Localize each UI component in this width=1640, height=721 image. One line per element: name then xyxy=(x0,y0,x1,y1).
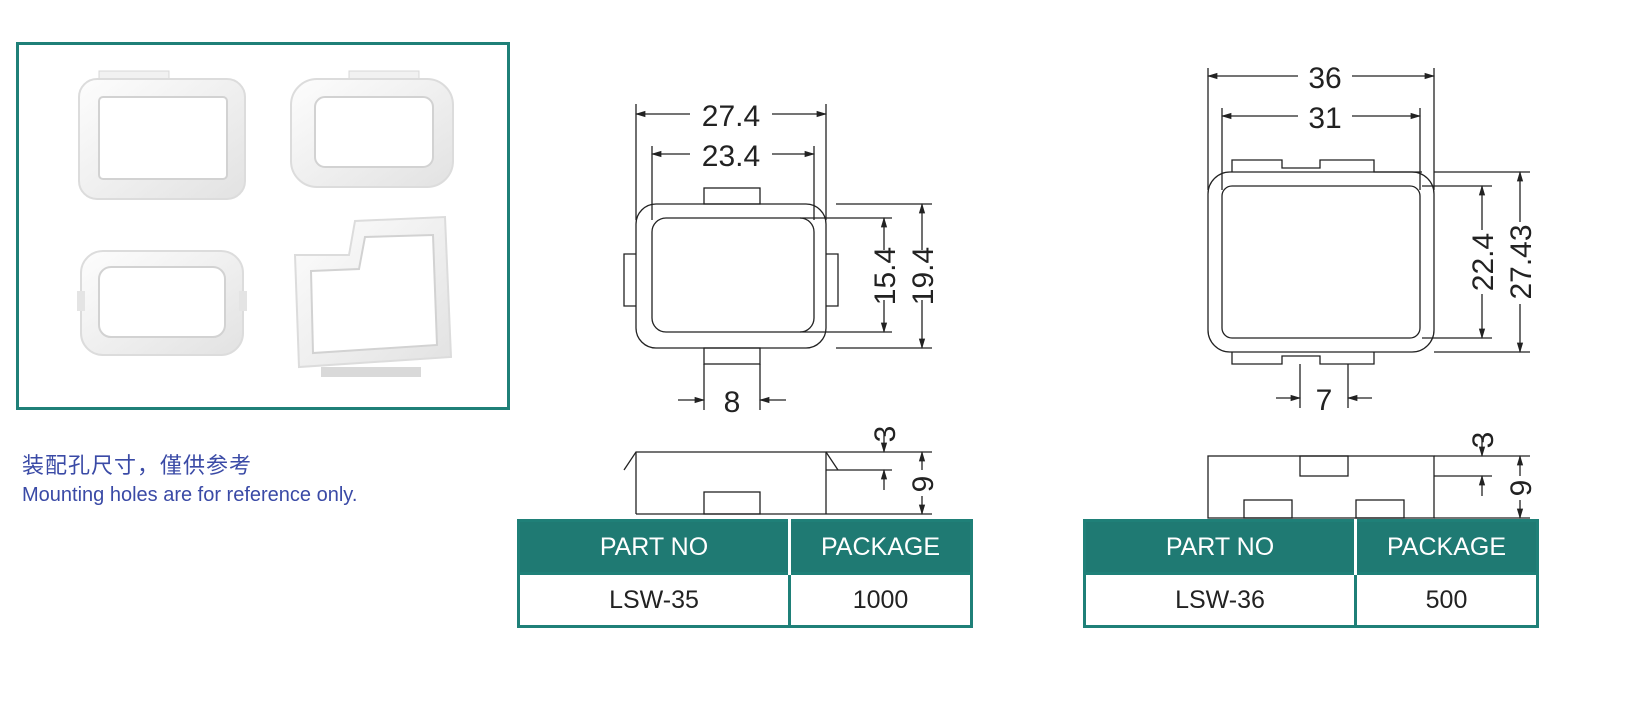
lsw35-tab-width-label: 8 xyxy=(724,386,741,419)
lsw35-side-view xyxy=(623,451,839,515)
frame-photo-1 xyxy=(78,70,246,200)
part-no-value: LSW-36 xyxy=(1084,572,1357,627)
part-no-header: PART NO xyxy=(518,520,791,574)
lsw36-side-view xyxy=(1207,455,1435,519)
lsw36-top-view xyxy=(1207,159,1435,365)
package-value: 1000 xyxy=(789,572,972,627)
part-no-value: LSW-35 xyxy=(518,572,791,627)
lsw36-tab-width-label: 7 xyxy=(1316,384,1333,417)
lsw36-flange-label: 3 xyxy=(1467,432,1500,449)
package-value: 500 xyxy=(1355,572,1538,627)
lsw35-depth-label: 9 xyxy=(907,476,940,493)
part-no-header: PART NO xyxy=(1084,520,1357,574)
lsw36-depth-label: 9 xyxy=(1505,480,1538,497)
lsw36-inner-width-label: 31 xyxy=(1308,102,1341,135)
lsw35-top-view xyxy=(623,187,839,365)
product-photo-panel xyxy=(16,42,510,410)
package-header: PACKAGE xyxy=(1355,520,1538,574)
mounting-note-english: Mounting holes are for reference only. xyxy=(22,484,358,506)
lsw36-outer-width-label: 36 xyxy=(1308,62,1341,95)
lsw36-inner-height-label: 22.4 xyxy=(1467,233,1500,291)
lsw35-flange-label: 3 xyxy=(869,426,902,443)
lsw35-outer-height-label: 19.4 xyxy=(907,247,940,305)
lsw35-outer-width-label: 27.4 xyxy=(702,100,760,133)
mounting-note-chinese: 装配孔尺寸，僅供参考 xyxy=(22,454,253,479)
product-photo xyxy=(77,70,454,377)
lsw35-inner-width-label: 23.4 xyxy=(702,140,760,173)
frame-photo-2 xyxy=(290,70,454,188)
frame-photo-3 xyxy=(77,250,247,356)
frame-photo-4 xyxy=(293,215,453,377)
package-header: PACKAGE xyxy=(789,520,972,574)
part-table-lsw36: PART NO PACKAGE LSW-36 500 xyxy=(1083,519,1539,628)
part-table-lsw35: PART NO PACKAGE LSW-35 1000 xyxy=(517,519,973,628)
lsw35-inner-height-label: 15.4 xyxy=(869,247,902,305)
lsw36-outer-height-label: 27.43 xyxy=(1505,224,1538,299)
